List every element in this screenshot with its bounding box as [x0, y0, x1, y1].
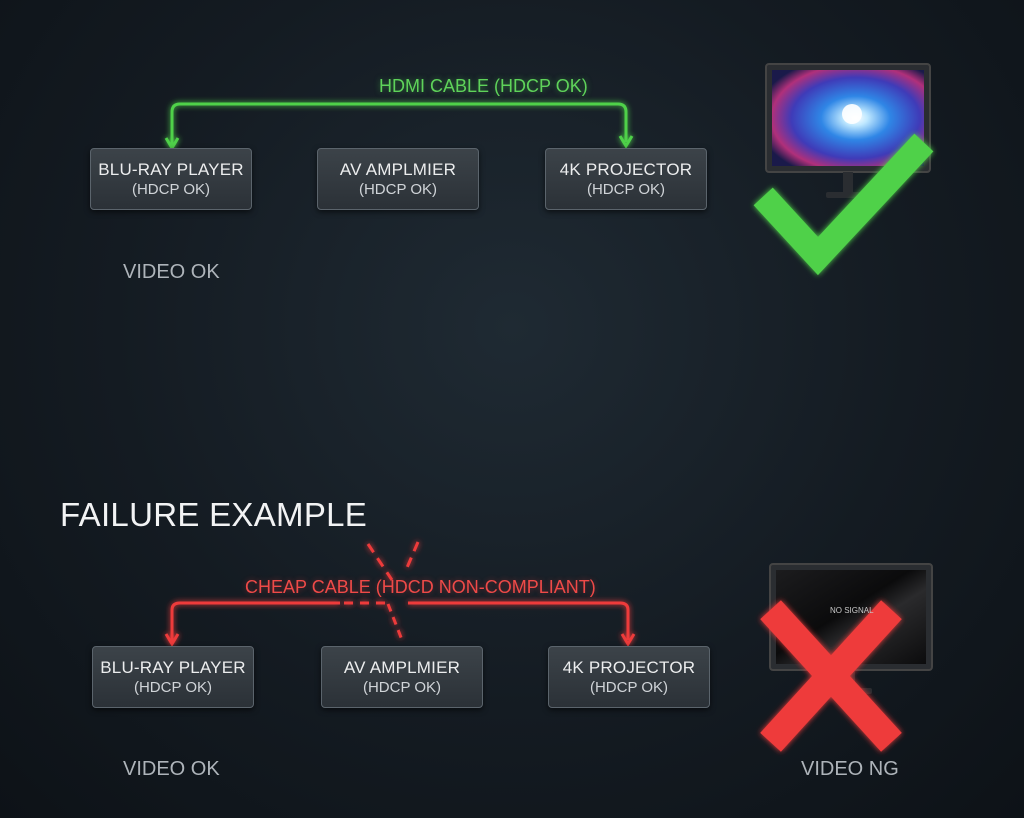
- device-status: (HDCP OK): [589, 678, 669, 696]
- success-device-av-amplifier: AV AMPLMIER (HDCP OK): [317, 148, 479, 210]
- broken-signal-marks: [366, 541, 420, 641]
- success-device-blu-ray-player: BLU-RAY PLAYER (HDCP OK): [90, 148, 252, 210]
- device-name: AV AMPLMIER: [339, 159, 457, 179]
- device-name: 4K PROJECTOR: [562, 657, 696, 677]
- device-name: AV AMPLMIER: [343, 657, 461, 677]
- success-device-4k-projector: 4K PROJECTOR (HDCP OK): [545, 148, 707, 210]
- no-signal-screen-text: NO SIGNAL: [830, 606, 874, 615]
- failure-cable-label: CHEAP CABLE (HDCD NON-COMPLIANT): [245, 577, 596, 597]
- device-name: BLU-RAY PLAYER: [100, 657, 246, 677]
- device-status: (HDCP OK): [362, 678, 442, 696]
- device-status: (HDCP OK): [586, 180, 666, 198]
- failure-section-title: FAILURE EXAMPLE: [60, 496, 368, 533]
- device-status: (HDCP OK): [358, 180, 438, 198]
- x-mark-icon: [760, 600, 902, 752]
- failure-video-label-left: VIDEO OK: [123, 758, 220, 780]
- failure-device-4k-projector: 4K PROJECTOR (HDCP OK): [548, 646, 710, 708]
- success-cable-loop: [164, 102, 634, 151]
- check-mark-icon: [753, 133, 934, 276]
- failure-cable-loop: [164, 601, 636, 647]
- device-name: 4K PROJECTOR: [559, 159, 693, 179]
- failure-device-av-amplifier: AV AMPLMIER (HDCP OK): [321, 646, 483, 708]
- success-cable-label: HDMI CABLE (HDCP OK): [379, 76, 588, 96]
- device-status: (HDCP OK): [133, 678, 213, 696]
- success-monitor: [765, 63, 931, 198]
- device-status: (HDCP OK): [131, 180, 211, 198]
- success-video-label: VIDEO OK: [123, 261, 220, 283]
- failure-device-blu-ray-player: BLU-RAY PLAYER (HDCP OK): [92, 646, 254, 708]
- failure-video-label-right: VIDEO NG: [801, 758, 899, 780]
- device-name: BLU-RAY PLAYER: [98, 159, 244, 179]
